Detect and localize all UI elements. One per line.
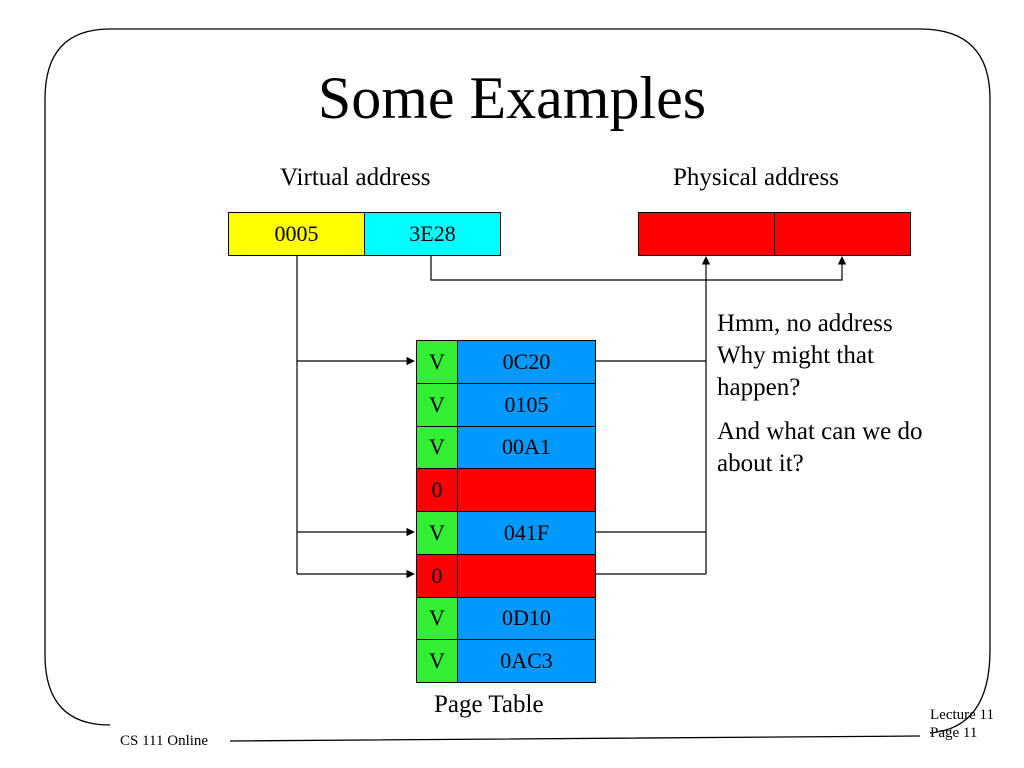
physical-page-cell — [638, 212, 775, 256]
page-table-flag-1: V — [416, 382, 458, 427]
physical-offset-cell — [774, 212, 911, 256]
offset-connector — [430, 256, 847, 281]
page-table-flag-5: 0 — [416, 553, 458, 598]
page-table-frame-0: 0C20 — [457, 340, 596, 384]
virtual-page-number: 0005 — [274, 221, 319, 246]
slide-frame — [44, 28, 991, 742]
note-line-1: Hmm, no address — [717, 310, 893, 337]
note-line-5: about it? — [717, 450, 804, 477]
page-table-flag-7: V — [416, 639, 458, 683]
virtual-address-label: Virtual address — [280, 164, 431, 191]
note-line-3: happen? — [717, 374, 801, 401]
page-table-flag-4: V — [416, 511, 458, 555]
note-line-4: And what can we do — [717, 418, 923, 445]
page-table-flag-3: 0 — [416, 468, 458, 512]
virtual-offset: 3E28 — [409, 221, 456, 246]
footer-lecture: Lecture 11 — [930, 707, 994, 723]
virtual-page-cell: 0005 — [228, 212, 365, 256]
note-line-2: Why might that — [717, 342, 874, 369]
page-table-frame-2: 00A1 — [457, 425, 596, 470]
slide-title: Some Examples — [317, 65, 707, 131]
page-table-frame-6: 0D10 — [457, 596, 596, 641]
page-table-caption: Page Table — [434, 691, 544, 718]
page-table-flag-6: V — [416, 596, 458, 641]
page-table-frame-5 — [457, 553, 596, 598]
page-table-frame-4: 041F — [457, 511, 596, 555]
physical-address-label: Physical address — [673, 164, 839, 191]
page-table-flag-2: V — [416, 425, 458, 470]
virtual-offset-cell: 3E28 — [364, 212, 501, 256]
page-table-flag-0: V — [416, 340, 458, 384]
footer-course: CS 111 Online — [120, 733, 209, 749]
page-table-frame-7: 0AC3 — [457, 639, 596, 683]
footer-page: Page 11 — [930, 725, 978, 741]
page-table-frame-3 — [457, 468, 596, 512]
page-table-frame-1: 0105 — [457, 382, 596, 427]
